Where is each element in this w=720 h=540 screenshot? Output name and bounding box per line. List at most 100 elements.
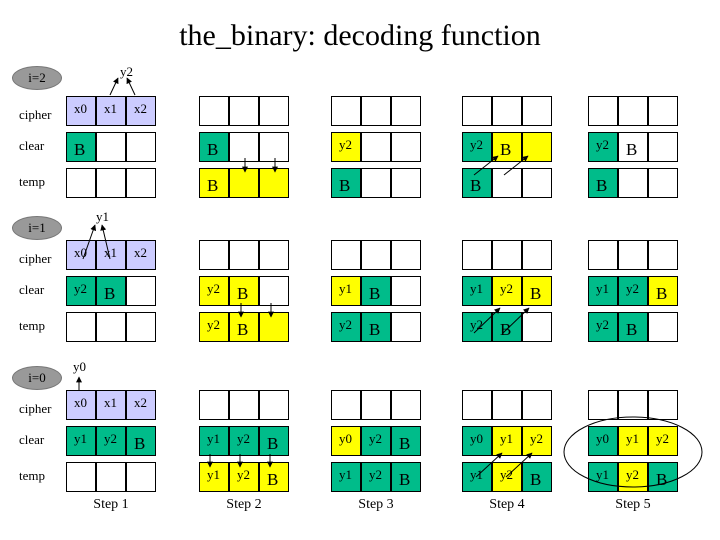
temp-cell: y2 [588, 312, 618, 342]
temp-cell [96, 168, 126, 198]
temp-cell: B [199, 168, 229, 198]
clear-cell: y1 [588, 276, 618, 306]
data-flow-arrow [126, 77, 136, 96]
clear-cell [391, 132, 421, 162]
temp-cell [361, 168, 391, 198]
cipher-cell [391, 390, 421, 420]
temp-cell: B [618, 312, 648, 342]
cipher-cell [361, 390, 391, 420]
clear-cell: B [229, 276, 259, 306]
clear-cell: y1 [331, 276, 361, 306]
clear-cell [229, 132, 259, 162]
temp-cell: y2 [229, 462, 259, 492]
temp-cell: y1 [588, 462, 618, 492]
temp-cell: B [588, 168, 618, 198]
cipher-cell [199, 240, 229, 270]
clear-cell: y2 [492, 276, 522, 306]
cipher-cell [259, 240, 289, 270]
data-flow-arrow [505, 452, 533, 478]
temp-cell: B [229, 312, 259, 342]
cipher-cell [492, 96, 522, 126]
clear-cell [259, 276, 289, 306]
clear-cell: y1 [492, 426, 522, 456]
temp-cell: B [361, 312, 391, 342]
page-title: the_binary: decoding function [179, 19, 541, 52]
clear-cell: B [522, 276, 552, 306]
row-label-temp: temp [19, 174, 45, 189]
clear-cell: y2 [199, 276, 229, 306]
cipher-cell [522, 96, 552, 126]
cipher-cell [648, 96, 678, 126]
clear-cell: B [66, 132, 96, 162]
cipher-cell [462, 390, 492, 420]
cipher-cell [361, 96, 391, 126]
step-label: Step 2 [226, 497, 262, 512]
cipher-cell: x2 [126, 390, 156, 420]
temp-cell [229, 168, 259, 198]
clear-cell [126, 276, 156, 306]
temp-cell [126, 168, 156, 198]
iteration-oval: i=0 [12, 366, 62, 390]
temp-cell: y2 [462, 312, 492, 342]
cipher-cell [391, 240, 421, 270]
clear-cell [648, 132, 678, 162]
cipher-cell [618, 390, 648, 420]
data-flow-arrow [109, 77, 119, 96]
data-flow-arrow [503, 155, 529, 176]
row-label-temp: temp [19, 318, 45, 333]
temp-cell [66, 312, 96, 342]
cipher-cell [199, 390, 229, 420]
cipher-cell [331, 240, 361, 270]
clear-cell: B [126, 426, 156, 456]
temp-cell [96, 462, 126, 492]
clear-cell: y2 [66, 276, 96, 306]
output-value-label: y0 [73, 359, 86, 374]
cipher-cell [331, 390, 361, 420]
cipher-cell [588, 240, 618, 270]
data-flow-arrow [473, 155, 499, 176]
clear-cell [259, 132, 289, 162]
clear-cell: y2 [331, 132, 361, 162]
clear-cell [391, 276, 421, 306]
row-label-cipher: cipher [19, 251, 52, 266]
temp-cell [126, 462, 156, 492]
result-highlight-ellipse [563, 416, 703, 488]
cipher-cell: x2 [126, 240, 156, 270]
row-label-clear: clear [19, 432, 45, 447]
step-label: Step 5 [615, 497, 651, 512]
data-flow-arrow [475, 452, 503, 478]
clear-cell: y2 [618, 276, 648, 306]
cipher-cell [588, 390, 618, 420]
cipher-cell [462, 96, 492, 126]
clear-cell [126, 132, 156, 162]
row-label-cipher: cipher [19, 107, 52, 122]
cipher-cell [391, 96, 421, 126]
clear-cell: y2 [361, 426, 391, 456]
temp-cell: B [391, 462, 421, 492]
cipher-cell [229, 390, 259, 420]
clear-cell: y1 [66, 426, 96, 456]
clear-cell: y2 [229, 426, 259, 456]
temp-cell [618, 168, 648, 198]
temp-cell: B [259, 462, 289, 492]
temp-cell: y2 [361, 462, 391, 492]
clear-cell [361, 132, 391, 162]
row-label-clear: clear [19, 138, 45, 153]
step-label: Step 3 [358, 497, 394, 512]
row-label-cipher: cipher [19, 401, 52, 416]
temp-cell: y2 [331, 312, 361, 342]
cipher-cell: x1 [96, 390, 126, 420]
cipher-cell [331, 96, 361, 126]
clear-cell: B [96, 276, 126, 306]
clear-cell: B [199, 132, 229, 162]
temp-cell [522, 312, 552, 342]
cipher-cell [618, 96, 648, 126]
cipher-cell: x0 [66, 390, 96, 420]
temp-cell [648, 168, 678, 198]
cipher-cell [648, 240, 678, 270]
cipher-cell [492, 390, 522, 420]
clear-cell: B [648, 276, 678, 306]
clear-cell: y2 [588, 132, 618, 162]
output-value-label: y1 [96, 209, 109, 224]
